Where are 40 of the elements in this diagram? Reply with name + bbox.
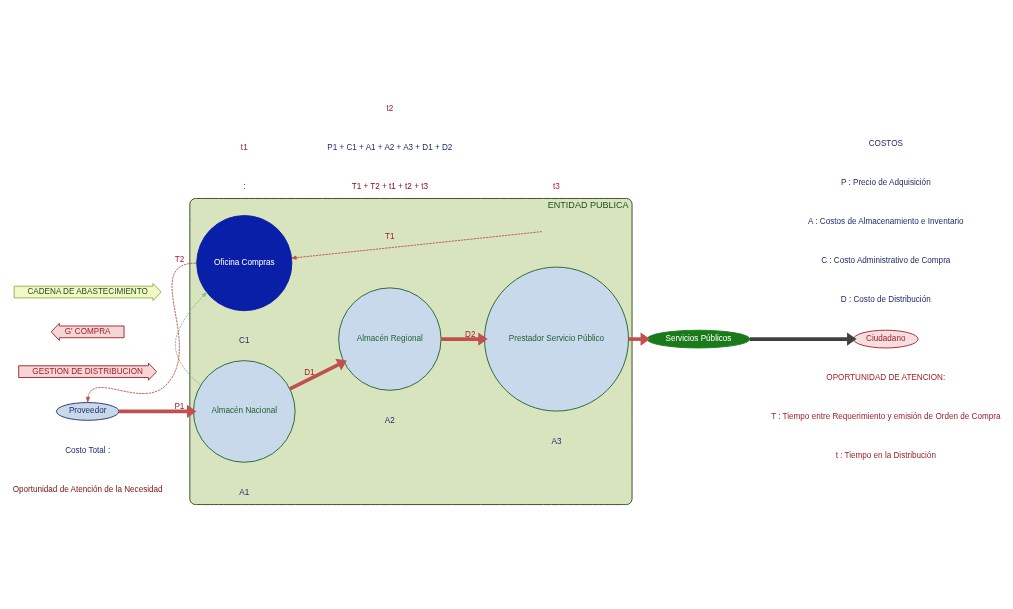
label: P1 + C1 + A1 + A2 + A3 + D1 + D2 bbox=[327, 142, 453, 152]
arrow bbox=[174, 292, 208, 386]
arrow bbox=[291, 231, 543, 260]
arrow bbox=[289, 358, 347, 391]
node-circle: Oficina Compras bbox=[196, 215, 293, 312]
node-circle: Prestador Servicio Público bbox=[484, 266, 629, 412]
arrow bbox=[628, 332, 651, 346]
label: Costo Total : bbox=[65, 445, 111, 455]
node-label: A3 bbox=[551, 436, 562, 446]
label: D : Costo de Distribución bbox=[840, 294, 931, 304]
label: P : Precio de Adquisición bbox=[840, 178, 931, 188]
edge-label: D2 bbox=[465, 329, 476, 339]
arrow bbox=[749, 332, 857, 346]
edge-label: P1 bbox=[174, 401, 185, 411]
label: COSTOS bbox=[868, 139, 903, 149]
edge-label: T1 bbox=[385, 231, 395, 241]
edge-label: D1 bbox=[304, 367, 315, 377]
label: t2 bbox=[386, 103, 394, 113]
label: C : Costo Administrativo de Compra bbox=[821, 255, 951, 265]
node-label: A2 bbox=[384, 415, 395, 425]
label: t1 bbox=[240, 142, 248, 152]
label: OPORTUNIDAD DE ATENCION: bbox=[826, 373, 946, 383]
label: A : Costos de Almacenamiento e Inventario bbox=[808, 216, 964, 226]
node-label: C1 bbox=[239, 336, 250, 346]
node-label: A1 bbox=[239, 487, 250, 497]
edge-label: T2 bbox=[174, 255, 185, 265]
node-circle: Almacén Regional bbox=[338, 287, 442, 391]
arrow bbox=[119, 404, 197, 419]
node-ellipse: Proveedor bbox=[55, 402, 120, 421]
arrow bbox=[441, 332, 488, 346]
label: T1 + T2 + t1 + t2 + t3 bbox=[351, 181, 428, 191]
label: t : Tiempo en la Distribución bbox=[835, 451, 936, 461]
label: : bbox=[243, 181, 246, 191]
label: T : Tiempo entre Requerimiento y emisión de Orden de Compra bbox=[771, 412, 1001, 422]
node-ellipse: Servicios Públicos bbox=[646, 329, 751, 349]
label: Oportunidad de Atención de la Necesidad bbox=[12, 484, 163, 494]
label: t3 bbox=[553, 181, 560, 191]
node-ellipse: Ciudadano bbox=[853, 329, 919, 349]
arrow bbox=[85, 262, 197, 403]
node-circle: Almacén Nacional bbox=[193, 360, 296, 463]
